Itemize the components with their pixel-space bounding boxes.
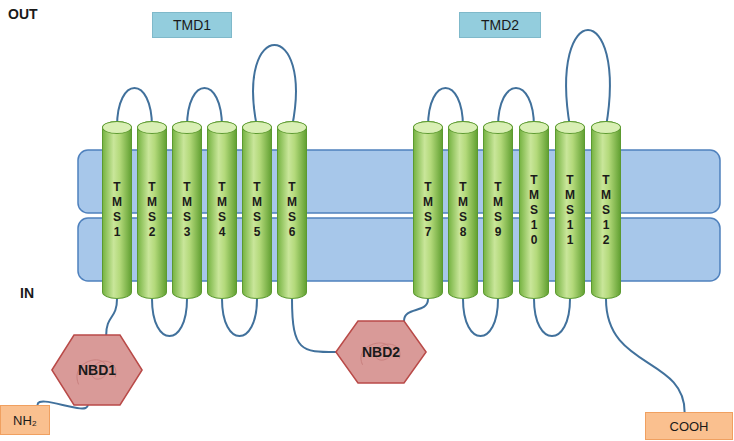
helix-label: T M S 8 — [457, 180, 469, 240]
helix-label: T M S 7 — [422, 180, 434, 240]
transmembrane-helix: T M S 1 — [102, 121, 132, 299]
helix-label: T M S 3 — [181, 180, 193, 240]
terminus-box: COOH — [645, 412, 733, 440]
transmembrane-helix: T M S 7 — [413, 121, 443, 299]
polypeptide-loop — [292, 299, 336, 352]
transmembrane-helix: T M S 4 — [207, 121, 237, 299]
terminus-box: NH₂ — [0, 405, 50, 435]
polypeptide-loop — [222, 299, 257, 336]
helix-label: T M S 6 — [286, 180, 298, 240]
transmembrane-helix: T M S 3 — [172, 121, 202, 299]
polypeptide-loop — [534, 299, 570, 336]
side-label: OUT — [8, 6, 38, 22]
domain-label-box: TMD1 — [152, 12, 232, 38]
node-label: NBD1 — [78, 362, 116, 378]
polypeptide-loop — [106, 299, 117, 335]
transmembrane-helix: T M S 6 — [277, 121, 307, 299]
helix-label: T M S 1 0 — [528, 173, 540, 248]
transmembrane-helix: T M S 1 1 — [555, 121, 585, 299]
nucleotide-binding-domain: NBD1 — [51, 334, 143, 406]
transmembrane-helix: T M S 1 0 — [519, 121, 549, 299]
node-label: NH₂ — [13, 413, 37, 428]
transmembrane-helix: T M S 8 — [448, 121, 478, 299]
domain-label-box: TMD2 — [459, 12, 541, 38]
polypeptide-loop — [253, 45, 296, 127]
nucleotide-binding-domain: NBD2 — [335, 320, 427, 384]
transmembrane-helix: T M S 1 2 — [591, 121, 621, 299]
helix-label: T M S 4 — [216, 180, 228, 240]
helix-label: T M S 2 — [146, 180, 158, 240]
node-label: NBD2 — [362, 344, 400, 360]
helix-label: T M S 1 1 — [564, 173, 576, 248]
polypeptide-loop — [566, 30, 610, 127]
node-label: TMD1 — [173, 17, 211, 33]
transmembrane-helix: T M S 9 — [483, 121, 513, 299]
polypeptide-loop — [152, 299, 187, 336]
polypeptide-loop — [463, 299, 498, 336]
polypeptide-loop — [404, 299, 428, 321]
side-label: IN — [20, 285, 34, 301]
helix-label: T M S 1 2 — [600, 173, 612, 248]
node-label: COOH — [670, 419, 709, 434]
node-label: TMD2 — [481, 17, 519, 33]
helix-label: T M S 1 — [111, 180, 123, 240]
polypeptide-loop — [606, 299, 685, 412]
transmembrane-helix: T M S 2 — [137, 121, 167, 299]
transmembrane-helix: T M S 5 — [242, 121, 272, 299]
helix-label: T M S 9 — [492, 180, 504, 240]
helix-label: T M S 5 — [251, 180, 263, 240]
